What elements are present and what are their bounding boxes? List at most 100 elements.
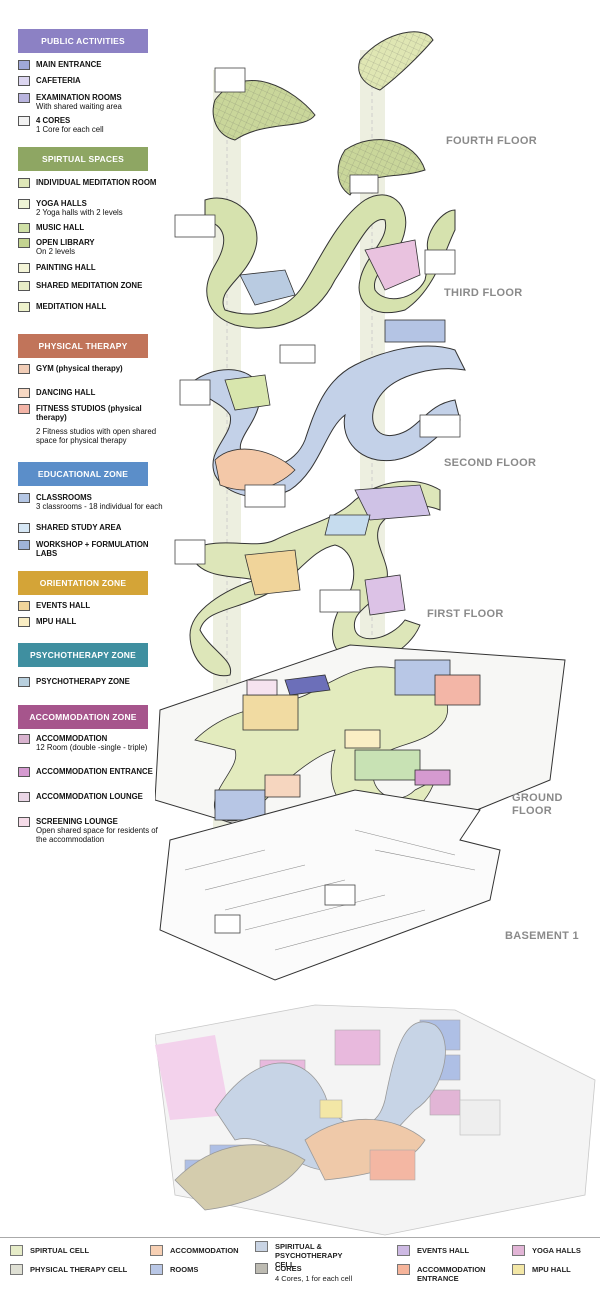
legend-label: MAIN ENTRANCE [36,60,102,69]
third-floor-plan [174,174,456,329]
legend-label: ACCOMMODATION ENTRANCE [417,1265,486,1283]
legend-item-cafeteria: CAFETERIA [18,76,163,88]
legend-label: INDIVIDUAL MEDITATION ROOM [36,178,157,187]
legend-sublabel: 1 Core for each cell [36,125,104,134]
legend-swatch [18,767,30,777]
floor-label-fourth: FOURTH FLOOR [446,135,537,147]
legend-label: MPU HALL [36,617,77,626]
legend-item-cores: 4 CORES 1 Core for each cell [18,116,163,136]
legend-label: MPU HALL [532,1265,571,1274]
legend-label: SCREENING LOUNGE [36,817,118,826]
legend-item-yoga-halls: YOGA HALLS 2 Yoga halls with 2 levels [18,199,163,219]
legend-label: PSYCHOTHERAPY ZONE [36,677,130,686]
cell-legend: SPIRTUAL CELL PHYSICAL THERAPY CELL ACCO… [0,1237,600,1296]
legend-item-events-hall: EVENTS HALL [18,601,163,613]
legend-label: GYM (physical therapy) [36,364,123,373]
legend-header-orientation: ORIENTATION ZONE [18,571,148,595]
floor-label-ground-2: FLOOR [512,805,552,817]
legend-label: 4 CORES [36,116,71,125]
legend-swatch [18,223,30,233]
legend-label: PHYSICAL THERAPY CELL [30,1265,128,1274]
legend-label: ACCOMMODATION [36,734,108,743]
legend-sublabel: 4 Cores, 1 for each cell [275,1274,353,1283]
legend-item-mpu-hall: MPU HALL [18,617,163,629]
legend-label: PAINTING HALL [36,263,96,272]
legend-sublabel: Open shared space for residents of the a… [36,826,158,844]
legend-label: ACCOMMODATION LOUNGE [36,792,143,801]
legend-header-spiritual: SPIRTUAL SPACES [18,147,148,171]
legend-label: SHARED STUDY AREA [36,523,122,532]
massing-perspective [155,1004,596,1236]
legend-item-workshop: WORKSHOP + FORMULATION LABS [18,540,163,560]
legend-swatch [18,238,30,248]
legend-item-classrooms: CLASSROOMS 3 classrooms - 18 individual … [18,493,163,521]
legend-swatch [18,60,30,70]
legend-swatch [150,1264,163,1275]
legend-sublabel: With shared waiting area [36,102,122,111]
legend-label: CORES [275,1264,302,1273]
legend-label: SHARED MEDITATION ZONE [36,281,143,290]
legend-sublabel: 2 Yoga halls with 2 levels [36,208,123,217]
legend-swatch [18,116,30,126]
legend-swatch [18,364,30,374]
legend-item-painting-hall: PAINTING HALL [18,263,163,275]
legend-label: MEDITATION HALL [36,302,107,311]
legend-swatch [512,1264,525,1275]
basement-plan [159,789,501,981]
legend-swatch [18,523,30,533]
legend-swatch [18,93,30,103]
legend-item-music-hall: MUSIC HALL [18,223,163,235]
exploded-axonometric-diagram [155,31,596,1236]
legend-item-gym: GYM (physical therapy) [18,364,163,384]
floor-label-third: THIRD FLOOR [444,287,523,299]
legend-swatch [18,281,30,291]
legend-swatch [18,388,30,398]
legend-swatch [18,601,30,611]
legend-label: FITNESS STUDIOS (physical therapy) [36,404,142,422]
legend-label: YOGA HALLS [532,1246,581,1255]
legend-header-psychotherapy: PSYCHOTHERAPY ZONE [18,643,148,667]
legend-label: MUSIC HALL [36,223,85,232]
legend-swatch [150,1245,163,1256]
legend-item-fitness-studios: FITNESS STUDIOS (physical therapy) 2 Fit… [18,404,163,452]
legend-swatch [18,178,30,188]
legend-swatch [18,540,30,550]
legend-label: EVENTS HALL [36,601,91,610]
legend-swatch [18,493,30,503]
second-floor-plan [179,319,466,508]
legend-label: ROOMS [170,1265,199,1274]
legend-item-accommodation-lounge: ACCOMMODATION LOUNGE [18,792,163,812]
legend-swatch [512,1245,525,1256]
legend-header-physical: PHYSICAL THERAPY [18,334,148,358]
legend-item-open-library: OPEN LIBRARY On 2 levels [18,238,163,258]
fourth-floor-plan [212,31,434,196]
legend-swatch [18,199,30,209]
legend-label: CLASSROOMS [36,493,92,502]
legend-label: SPIRTUAL CELL [30,1246,90,1255]
zone-legend: PUBLIC ACTIVITIES MAIN ENTRANCE CAFETERI… [0,0,163,1000]
legend-item-accommodation-entrance: ACCOMMODATION ENTRANCE [18,767,163,787]
legend-sublabel: On 2 levels [36,247,76,256]
first-floor-plan [174,480,441,677]
legend-swatch [18,792,30,802]
legend-label: OPEN LIBRARY [36,238,95,247]
legend-label: DANCING HALL [36,388,96,397]
floor-label-first: FIRST FLOOR [427,608,504,620]
legend-sublabel: 3 classrooms - 18 individual for each [36,502,163,511]
legend-item-meditation-hall: MEDITATION HALL [18,302,163,314]
legend-label: SPIRITUAL & PSYCHOTHERAPY CELL [275,1242,343,1269]
legend-swatch [18,617,30,627]
legend-swatch [18,734,30,744]
legend-header-accommodation: ACCOMMODATION ZONE [18,705,148,729]
legend-swatch [255,1263,268,1274]
ground-floor-plan [155,644,566,861]
legend-swatch [18,677,30,687]
legend-label: CAFETERIA [36,76,81,85]
legend-item-shared-meditation: SHARED MEDITATION ZONE [18,281,163,301]
legend-swatch [255,1241,268,1252]
legend-label: EXAMINATION ROOMS [36,93,122,102]
legend-header-educational: EDUCATIONAL ZONE [18,462,148,486]
legend-item-screening-lounge: SCREENING LOUNGE Open shared space for r… [18,817,163,857]
legend-item-shared-study: SHARED STUDY AREA [18,523,163,535]
legend-swatch [18,302,30,312]
